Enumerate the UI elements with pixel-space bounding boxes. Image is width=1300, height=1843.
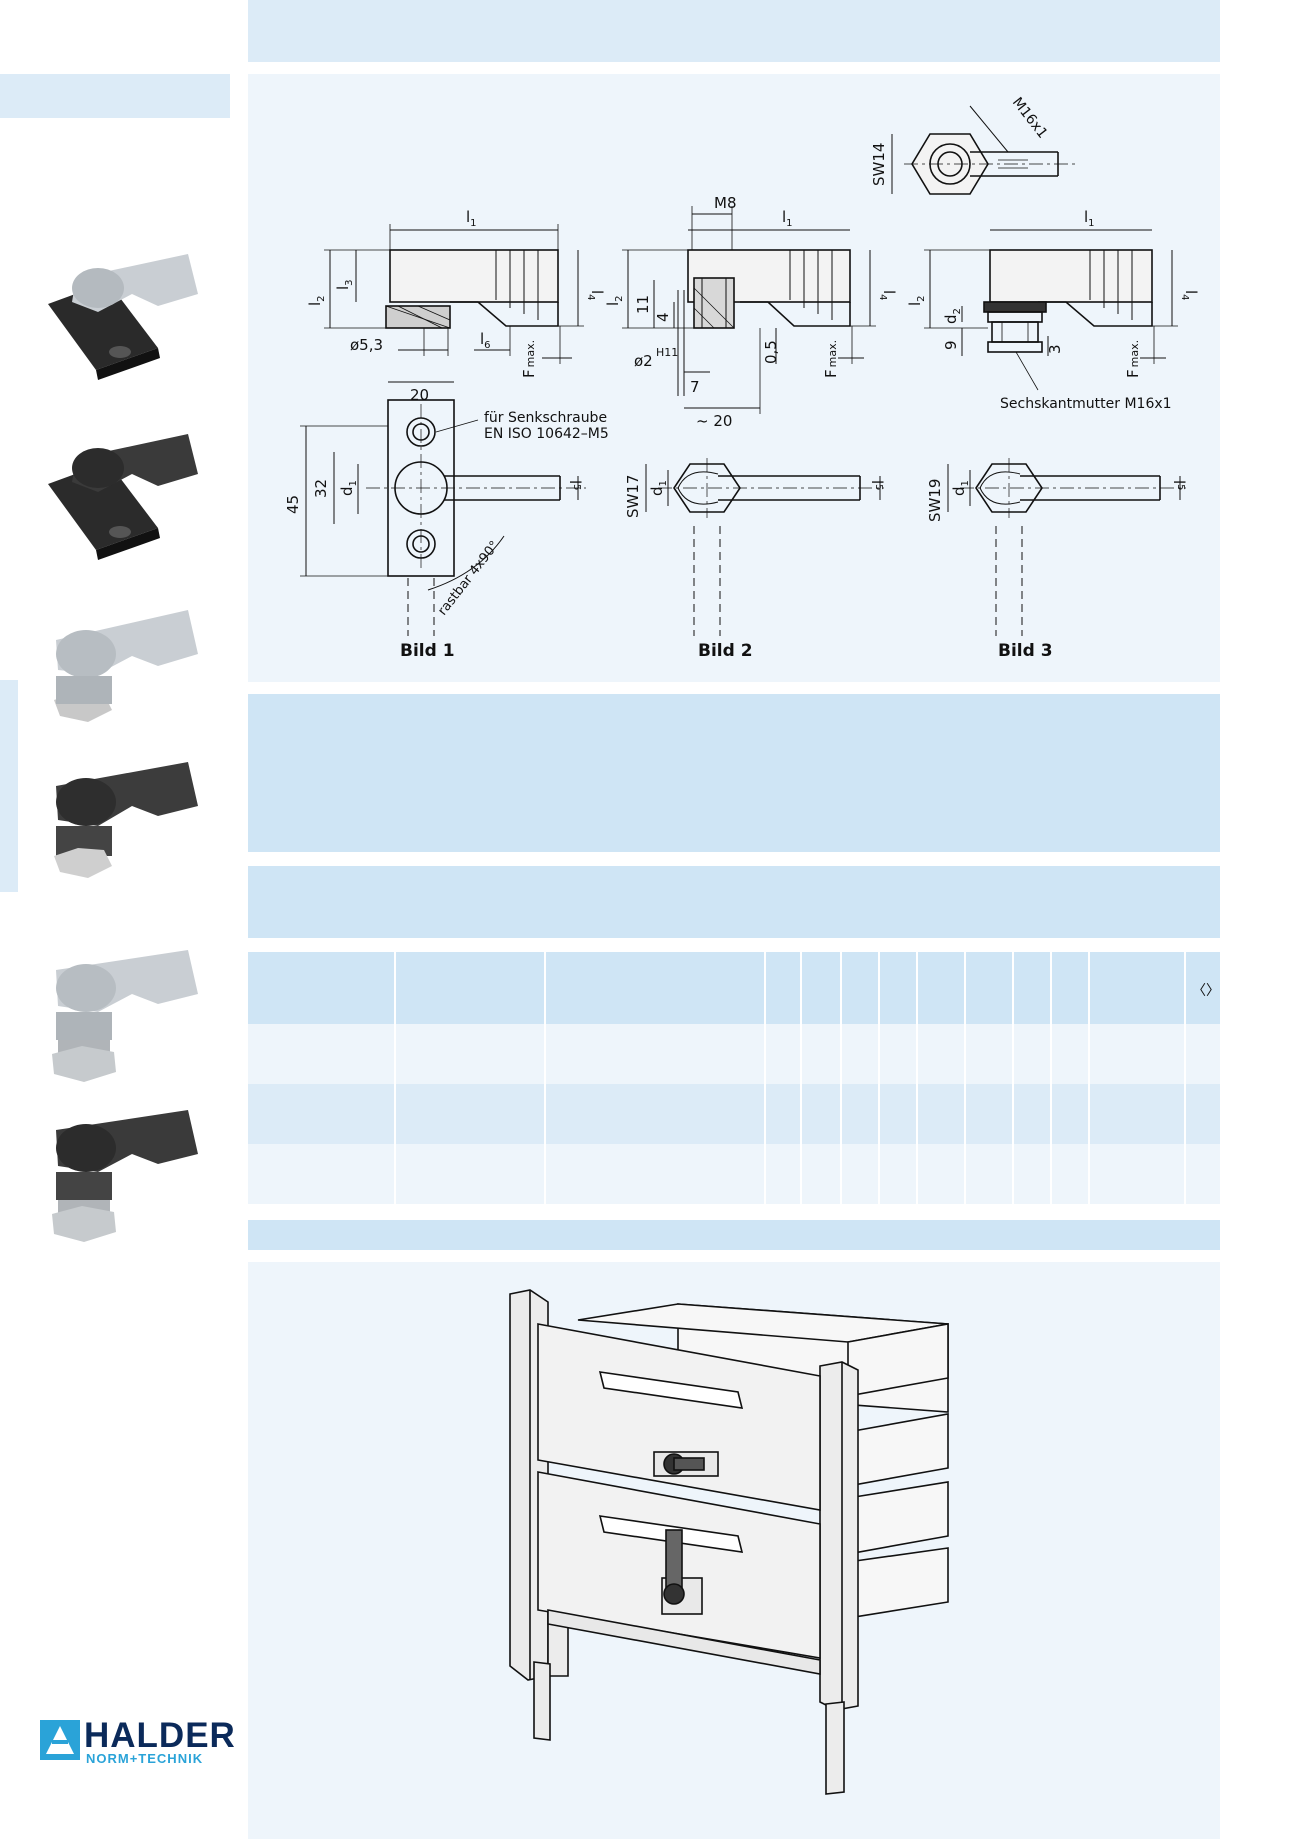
dim-h11: H11 (656, 346, 678, 359)
dim-dia-5-3: ø5,3 (350, 336, 383, 354)
note-screw-line2: EN ISO 10642–M5 (484, 426, 609, 442)
dim-fmax-fig3: Fmax. (1124, 340, 1142, 378)
dim-width-20: 20 (410, 386, 429, 404)
dim-l1-fig2: l1 (782, 208, 793, 229)
sidebar-section-marker (0, 680, 18, 892)
dim-m8: M8 (714, 194, 737, 212)
product-image-3 (54, 610, 198, 722)
note-rastbar: rastbar 4x90° (435, 538, 502, 618)
dim-l5: l5 (566, 480, 584, 491)
dim-9: 9 (942, 340, 960, 350)
table-col-divider (878, 952, 880, 1204)
dim-l1-fig3: l1 (1084, 208, 1095, 229)
table-col-divider (840, 952, 842, 1204)
header-band (248, 0, 1220, 62)
drawing-panel: l1 l2 l3 l4 ø5,3 l6 Fmax. 20 45 32 d1 l5… (248, 74, 1220, 682)
dim-d1: d1 (338, 480, 359, 496)
figure-label-3: Bild 3 (998, 641, 1053, 661)
dim-l5-fig3: l5 (1170, 480, 1188, 491)
weight-icon: 〈〉 (1192, 983, 1220, 999)
table-col-divider (964, 952, 966, 1204)
dim-dia-2: ø2 (634, 352, 653, 370)
application-panel (248, 1262, 1220, 1839)
dim-sw14: SW14 (870, 143, 888, 186)
halder-logo: HALDER NORM+TECHNIK (40, 1716, 240, 1766)
product-image-2 (48, 434, 198, 560)
table-col-divider (1012, 952, 1014, 1204)
footnote-band (248, 1220, 1220, 1250)
product-image-6 (52, 1110, 198, 1242)
dim-l3: l3 (334, 279, 355, 290)
product-image-1 (48, 254, 198, 380)
dim-approx-20: ~ 20 (696, 412, 732, 430)
dim-fmax-fig2: Fmax. (822, 340, 840, 378)
dim-sw19: SW19 (926, 479, 944, 522)
dim-l2: l2 (306, 295, 327, 306)
sidebar-tab (0, 74, 230, 118)
dim-l5-fig2: l5 (868, 480, 886, 491)
table-row (248, 1024, 1220, 1084)
table-col-divider (916, 952, 918, 1204)
table-header-row: 〈〉 (248, 952, 1220, 1024)
product-image-5 (52, 950, 198, 1082)
dim-l2-fig2: l2 (604, 295, 625, 306)
table-col-divider (800, 952, 802, 1204)
logo-tagline: NORM+TECHNIK (86, 1751, 204, 1766)
dim-l6: l6 (480, 330, 491, 351)
figure-label-2: Bild 2 (698, 641, 753, 661)
dim-d2: d2 (942, 308, 963, 324)
technical-drawing: l1 l2 l3 l4 ø5,3 l6 Fmax. 20 45 32 d1 l5… (284, 95, 1200, 661)
figure-label-1: Bild 1 (400, 641, 455, 661)
note-hex-nut: Sechskantmutter M16x1 (1000, 396, 1172, 412)
dim-height-45: 45 (284, 495, 302, 514)
table-col-divider (1050, 952, 1052, 1204)
dim-l4: l4 (585, 290, 606, 301)
dim-l1: l1 (466, 208, 477, 229)
dim-11: 11 (634, 295, 652, 314)
dim-l4-fig2: l4 (877, 290, 898, 301)
product-table: 〈〉 (248, 952, 1220, 1204)
dim-7: 7 (690, 378, 700, 396)
table-col-divider (394, 952, 396, 1204)
dim-3: 3 (1046, 344, 1064, 354)
table-col-divider (764, 952, 766, 1204)
description-band (248, 694, 1220, 852)
table-col-divider (544, 952, 546, 1204)
table-row (248, 1084, 1220, 1144)
table-row (248, 1144, 1220, 1204)
dim-fmax: Fmax. (520, 340, 538, 378)
halder-logo-icon (40, 1720, 80, 1760)
note-screw-line1: für Senkschraube (484, 410, 607, 426)
product-image-4 (54, 762, 198, 878)
dim-d1-fig2: d1 (648, 480, 669, 496)
dim-l4-fig3: l4 (1179, 290, 1200, 301)
table-col-divider (1184, 952, 1186, 1204)
drawer-cabinet-illustration (509, 1289, 949, 1795)
dim-d1-fig3: d1 (950, 480, 971, 496)
dim-sw17: SW17 (624, 475, 642, 518)
dim-height-32: 32 (312, 479, 330, 498)
dim-m16x1: M16x1 (1009, 95, 1051, 142)
logo-brand: HALDER (84, 1716, 236, 1755)
dim-l2-fig3: l2 (906, 295, 927, 306)
table-col-divider (1088, 952, 1090, 1204)
notes-band (248, 866, 1220, 938)
dim-4: 4 (654, 312, 672, 322)
dim-0-5: 0,5 (762, 340, 780, 364)
